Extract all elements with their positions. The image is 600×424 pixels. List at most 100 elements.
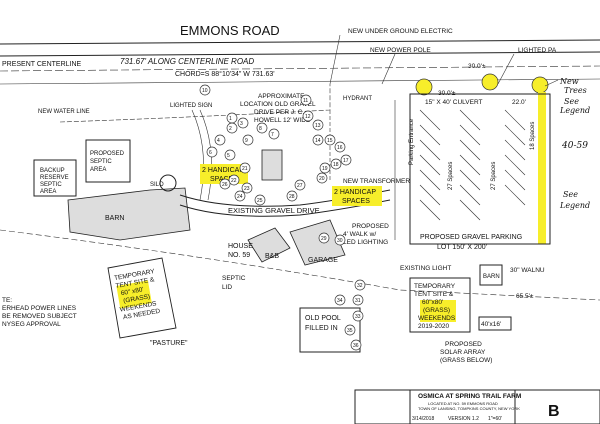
small-shed <box>261 149 283 181</box>
tree-count-note: 40-59 <box>561 141 588 151</box>
tree-marker: 10 <box>199 84 211 96</box>
tree-marker: 24 <box>234 190 246 202</box>
tree-marker: 4 <box>214 134 226 146</box>
proposed-septic-line2: SEPTIC <box>90 159 112 165</box>
tree-number: 26 <box>222 182 228 188</box>
new-trees-line2: Trees <box>564 86 587 95</box>
title-sub2: TOWN OF LANSING, TOMPKINS COUNTY, NEW YO… <box>418 406 520 411</box>
tree-icon <box>228 174 240 186</box>
title-sub1: LOCATED AT NO. 59 EMMONS ROAD <box>428 401 498 406</box>
tree-icon <box>531 76 549 94</box>
sheet-letter: B <box>548 403 560 420</box>
approx-location-line4: HOWELL 12' WIDE <box>254 117 311 124</box>
tree-number: 12 <box>305 114 311 120</box>
power-lines-line2: ERHEAD POWER LINES <box>2 305 77 312</box>
tree-icon <box>199 84 211 96</box>
tent-site-left: TEMPORARY TENT SITE & 60" x80' (GRASS) W… <box>107 257 177 339</box>
tree-icon <box>239 162 251 174</box>
new-trees-line1: New <box>559 77 579 86</box>
gravel-parking-title: PROPOSED GRAVEL PARKING <box>420 234 522 241</box>
tree-number: 14 <box>315 138 321 144</box>
tree-icon <box>352 310 364 322</box>
house-label: HOUSE <box>228 243 253 250</box>
tree-number: 29 <box>321 236 327 242</box>
septic-lid-line1: SEPTIC <box>222 275 246 282</box>
tree-number: 27 <box>297 183 303 189</box>
tree-icon <box>330 158 342 170</box>
title-project: OSMICA AT SPRING TRAIL FARM <box>418 393 521 400</box>
tree-marker: 6 <box>206 146 218 158</box>
buildings: BACKUP RESERVE SEPTIC AREA PROPOSED SEPT… <box>33 139 512 353</box>
handicap-right: 2 HANDICAP SPACES <box>332 186 382 206</box>
tree-marker: 25 <box>254 194 266 206</box>
tree-icon <box>219 178 231 190</box>
tree-marker: 20 <box>316 172 328 184</box>
proposed-septic-line3: AREA <box>90 167 106 173</box>
garage-label: GARAGE <box>308 257 338 264</box>
spaces-27b-label: 27 Spaces <box>491 162 497 190</box>
house-number: NO. 59 <box>228 252 250 259</box>
tree-icon <box>312 119 324 131</box>
tree-icon <box>300 94 312 106</box>
tree-icon <box>268 128 280 140</box>
tree-icon <box>214 134 226 146</box>
tree-icon <box>344 324 356 336</box>
dimension-22: 22.0' <box>512 99 526 106</box>
power-lines-line4: NYSEG APPROVAL <box>2 321 61 328</box>
tree-number: 3 <box>240 121 243 127</box>
tree-icon <box>241 182 253 194</box>
tree-marker: 13 <box>312 119 324 131</box>
solar-line3: (GRASS BELOW) <box>440 357 492 364</box>
tree-number: 22 <box>231 178 237 184</box>
walk-line3: LED LIGHTING <box>343 239 388 246</box>
old-pool-line1: OLD POOL <box>305 315 341 322</box>
tent-site-right: TEMPORARY TENT SITE & 60"x80' (GRASS) WE… <box>409 277 471 333</box>
spaces-27a-label: 27 Spaces <box>448 162 454 190</box>
tree-icon <box>318 232 330 244</box>
power-lines-line3: BE REMOVED SUBJECT <box>2 313 77 320</box>
tree-icon <box>312 134 324 146</box>
tree-number: 23 <box>244 186 250 192</box>
approx-location-line2: LOCATION OLD GRAVEL <box>240 101 316 108</box>
tree-icon <box>340 154 352 166</box>
solar-line2: SOLAR ARRAY <box>440 349 486 356</box>
tent-right-line6: 2019-2020 <box>418 323 449 330</box>
backup-septic-line3: SEPTIC <box>40 182 62 188</box>
tree-number: 13 <box>315 123 321 129</box>
road-chord: CHORD=S 88°10'34" W 731.63' <box>175 70 275 78</box>
tree-number: 4 <box>217 138 220 144</box>
water-line-label: NEW WATER LINE <box>38 109 90 115</box>
tree-number: 11 <box>303 98 308 104</box>
small-barn-label: BARN <box>483 274 500 280</box>
tree-icon <box>206 146 218 158</box>
tree-icon <box>256 122 268 134</box>
tree-number: 9 <box>245 138 248 144</box>
proposed-septic-line1: PROPOSED <box>90 151 125 157</box>
tree-icon <box>481 73 499 91</box>
approx-location-line3: DRIVE PER J. C. <box>254 109 304 116</box>
tree-icon <box>302 110 314 122</box>
lighted-parking-label: LIGHTED PA <box>518 47 557 54</box>
tree-marker: 2 <box>226 122 238 134</box>
tree-number: 1 <box>229 116 232 122</box>
septic-lid-line2: LID <box>222 284 232 291</box>
handicap-right-line1: 2 HANDICAP <box>334 189 376 196</box>
existing-gravel-drive: EXISTING GRAVEL DRIVE APPROXIMATE LOCATI… <box>179 93 391 246</box>
tree-icon <box>352 294 364 306</box>
tree-marker: 16 <box>334 141 346 153</box>
tree-marker: 15 <box>324 134 336 146</box>
parking-entrance-label: Parking Entrance <box>409 118 415 165</box>
tree-number: 8 <box>259 126 262 132</box>
walk-line2: 4' WALK w/ <box>343 231 376 238</box>
tree-marker: 31 <box>352 294 364 306</box>
tree-marker: 1 <box>226 112 238 124</box>
road-name: EMMONS ROAD <box>180 23 280 38</box>
power-lines-line1: TE: <box>2 297 12 304</box>
tree-number: 24 <box>237 194 243 200</box>
dimension-30a: 30.0'± <box>468 63 486 70</box>
backup-septic-line1: BACKUP <box>40 168 65 174</box>
tree-number: 19 <box>322 166 328 172</box>
tent-right-line3: 60"x80' <box>422 299 443 306</box>
old-pool-line2: FILLED IN <box>305 325 338 332</box>
